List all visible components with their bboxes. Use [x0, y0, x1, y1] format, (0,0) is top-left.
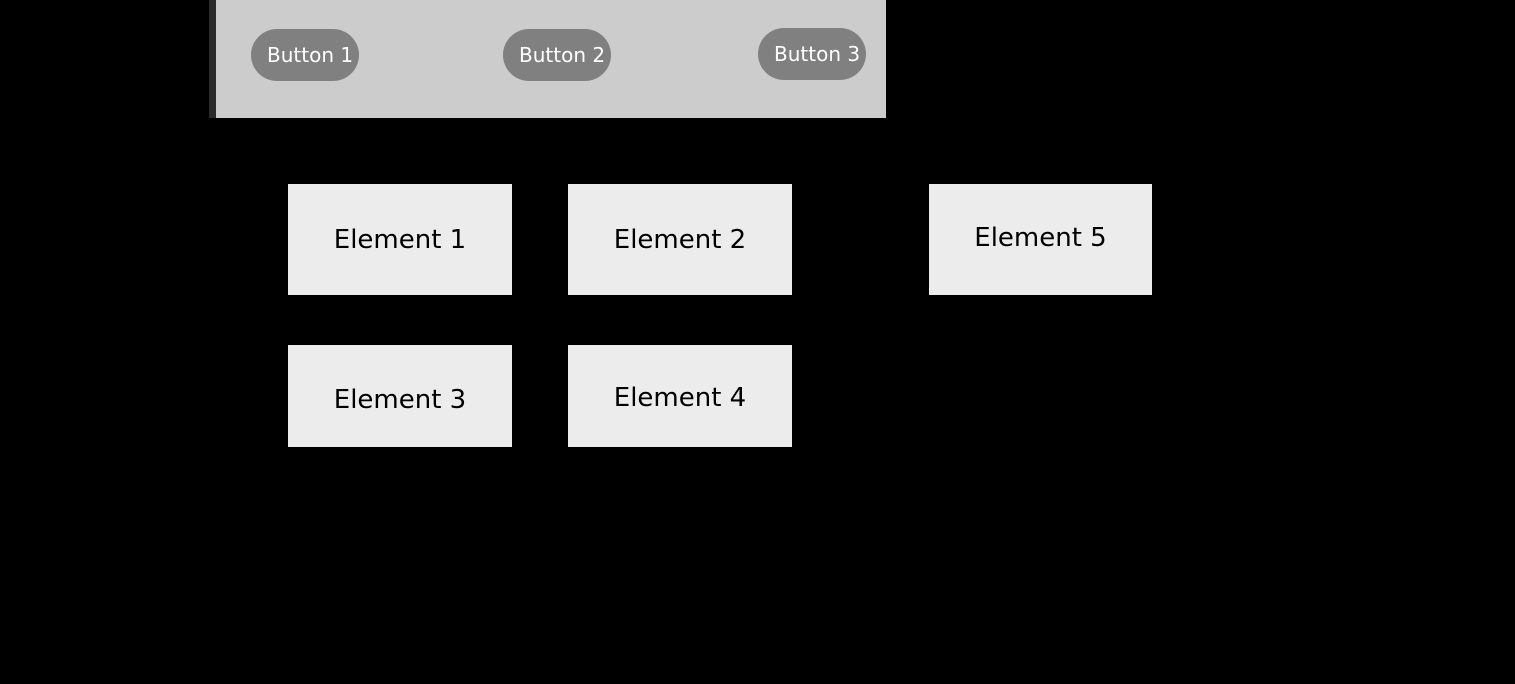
- element-box-2[interactable]: Element 2: [568, 184, 792, 295]
- button-toolbar: Button 1 Button 2 Button 3: [216, 0, 886, 118]
- button-1[interactable]: Button 1: [251, 29, 359, 81]
- toolbar-container: Button 1 Button 2 Button 3: [209, 0, 886, 118]
- button-2[interactable]: Button 2: [503, 29, 611, 81]
- element-box-1[interactable]: Element 1: [288, 184, 512, 295]
- element-box-3-label: Element 3: [333, 385, 467, 415]
- element-box-4-label: Element 4: [613, 383, 747, 413]
- element-box-1-label: Element 1: [333, 224, 467, 255]
- element-box-5-label: Element 5: [974, 222, 1107, 253]
- element-box-2-label: Element 2: [613, 224, 747, 255]
- element-box-3[interactable]: Element 3: [288, 345, 512, 447]
- toolbar-left-edge: [209, 0, 216, 118]
- element-box-4[interactable]: Element 4: [568, 345, 792, 447]
- element-box-5[interactable]: Element 5: [929, 184, 1152, 295]
- button-3[interactable]: Button 3: [758, 28, 866, 80]
